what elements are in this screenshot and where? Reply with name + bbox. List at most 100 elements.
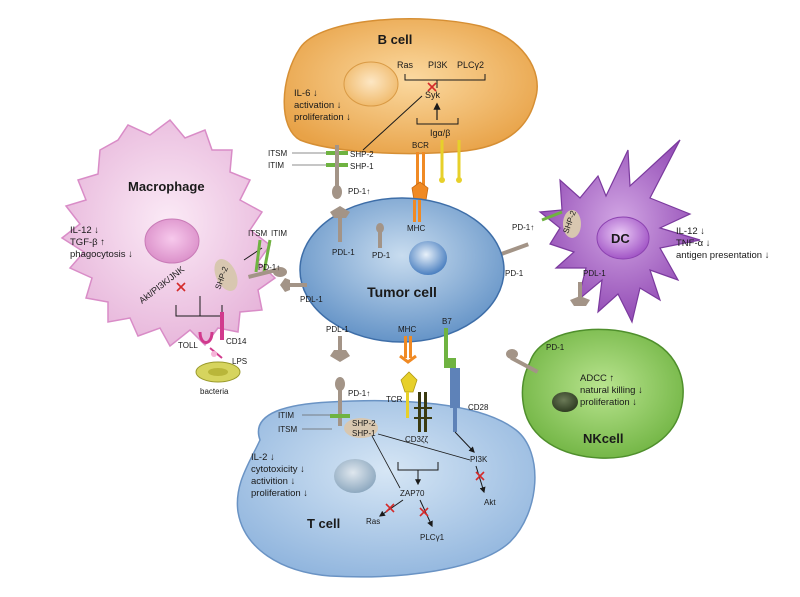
tumor-pdl1-bottom-receptor	[330, 336, 350, 362]
b-cell-itim: ITIM	[268, 161, 284, 170]
macrophage-itim: ITIM	[271, 229, 287, 238]
akt-label: Akt	[484, 498, 496, 507]
tumor-pdl1-top-receptor	[330, 206, 350, 242]
tumor-pdl1-left-receptor	[280, 278, 307, 292]
toll-label: TOLL	[178, 341, 198, 350]
nk-cell-nucleus	[552, 392, 578, 412]
nk-pd1-receptor	[506, 349, 539, 374]
t-cell-effect-3: activition ↓	[251, 476, 295, 487]
macrophage-effect-3: phagocytosis ↓	[70, 249, 133, 260]
bcr-receptor	[411, 152, 429, 201]
tumor-cell-nucleus	[409, 241, 447, 275]
cd28-label: CD28	[468, 403, 489, 412]
dc-effect-2: TNF-α ↓	[676, 238, 711, 249]
b-cell-pathway-bracket	[404, 74, 486, 81]
tumor-mhc-bottom: MHC	[398, 325, 416, 334]
bacteria-label: bacteria	[200, 387, 229, 396]
bcr-label: BCR	[412, 141, 429, 150]
nk-effect-3: proliferation ↓	[580, 397, 637, 408]
dc-nucleus	[596, 216, 650, 260]
nk-cell: NKcell PD-1 ADCC ↑ natural killing ↓ pro…	[506, 328, 684, 459]
cd14-receptor	[220, 312, 224, 340]
b-cell-effect-1: IL-6 ↓	[294, 88, 318, 99]
tumor-cell-title: Tumor cell	[367, 284, 437, 300]
t-cell-body	[236, 399, 536, 578]
b-cell-inhibit-line	[362, 95, 423, 151]
b-cell-pd1: PD-1↑	[348, 187, 370, 196]
tumor-pd1: PD-1	[372, 251, 391, 260]
nk-effect-2: natural killing ↓	[580, 385, 643, 396]
tumor-pdl1-left: PDL-1	[300, 295, 323, 304]
b-cell-body	[283, 18, 538, 155]
tcr-receptor	[400, 371, 418, 418]
cd14-label: CD14	[226, 337, 247, 346]
b-cell-nucleus	[343, 61, 399, 107]
tumor-mhc-top: MHC	[407, 224, 425, 233]
t-cell-nucleus	[334, 459, 376, 493]
zap70-label: ZAP70	[400, 489, 425, 498]
dc-effect-3: antigen presentation ↓	[676, 250, 769, 261]
tumor-cell-body	[299, 197, 505, 343]
t-cell-shp1: SHP-1	[352, 429, 376, 438]
b-cell-itsm: ITSM	[268, 149, 287, 158]
macrophage-shp2-blob	[214, 259, 238, 291]
tumor-pdl1-top: PDL-1	[332, 248, 355, 257]
macrophage-nucleus	[144, 218, 200, 264]
dc-pd1-left: PD-1	[505, 269, 524, 278]
macrophage-itsm: ITSM	[248, 229, 267, 238]
b-cell-pi3k: PI3K	[428, 60, 448, 70]
dc-pd1-top: PD-1↑	[512, 223, 534, 232]
toll-receptor	[198, 331, 214, 344]
inhibit-x-icon	[176, 282, 186, 292]
dc-cell: DC IL-12 ↓ TNF-α ↓ antigen presentation …	[482, 139, 769, 324]
tumor-mhc-bottom-receptor	[399, 336, 417, 364]
t-cell: T cell IL-2 ↓ cytotoxicity ↓ activition …	[236, 368, 536, 578]
nk-effect-1: ADCC ↑	[580, 373, 614, 384]
t-cell-shp-blob	[344, 418, 378, 438]
inhibit-x-icon	[419, 507, 429, 517]
tumor-b7: B7	[442, 317, 452, 326]
t-cell-effect-4: proliferation ↓	[251, 488, 308, 499]
macrophage-pd1-receptor	[248, 267, 287, 279]
t-cell-pd1-receptor	[335, 377, 345, 426]
macrophage-effect-1: IL-12 ↓	[70, 225, 99, 236]
cd28-receptor	[450, 368, 460, 432]
nk-cell-title: NKcell	[583, 431, 623, 446]
nk-pd1: PD-1	[546, 343, 565, 352]
dc-shp2-blob	[563, 210, 581, 238]
macrophage-effect-2: TGF-β ↑	[70, 237, 105, 248]
b-cell-shp2: SHP-2	[350, 150, 374, 159]
macrophage: Macrophage IL-12 ↓ TGF-β ↑ phagocytosis …	[60, 118, 287, 396]
iga-beta-receptors	[439, 140, 462, 183]
b7-receptor	[444, 328, 456, 368]
inhibit-x-icon	[385, 503, 395, 513]
t-cell-shp2: SHP-2	[352, 419, 376, 428]
t-cell-effect-1: IL-2 ↓	[251, 452, 275, 463]
t-cell-pd1: PD-1↑	[348, 389, 370, 398]
b-cell-effect-2: activation ↓	[294, 100, 342, 111]
tumor-pdl1-bottom: PDL-1	[326, 325, 349, 334]
b-cell-plcg2: PLCγ2	[457, 60, 484, 70]
b-cell-shp1: SHP-1	[350, 162, 374, 171]
tumor-pd1-receptor	[376, 223, 384, 248]
b-cell-iga: Igα/β	[430, 128, 450, 138]
cd3-label: CD3ζζ	[405, 435, 429, 444]
b-cell-title: B cell	[378, 32, 413, 47]
macrophage-title: Macrophage	[128, 179, 205, 194]
tumor-mhc-top-receptor	[413, 200, 421, 222]
ras-label: Ras	[366, 517, 380, 526]
lps-label: LPS	[232, 357, 247, 366]
cd3-receptor	[414, 392, 432, 432]
tcr-label: TCR	[386, 395, 403, 404]
plcg1-label: PLCγ1	[420, 533, 445, 542]
nk-cell-body	[521, 328, 684, 459]
inhibit-x-icon	[427, 82, 437, 92]
pi3k-label: PI3K	[470, 455, 488, 464]
tumor-cell: Tumor cell PDL-1 PD-1 MHC PDL-1 PDL-1 MH…	[280, 197, 505, 368]
t-cell-title: T cell	[307, 516, 340, 531]
b-cell: B cell IL-6 ↓ activation ↓ proliferation…	[268, 18, 538, 201]
t-cell-itim: ITIM	[278, 411, 294, 420]
b-cell-pd1-receptor	[332, 145, 342, 199]
dc-pdl1-receptor	[570, 282, 590, 306]
